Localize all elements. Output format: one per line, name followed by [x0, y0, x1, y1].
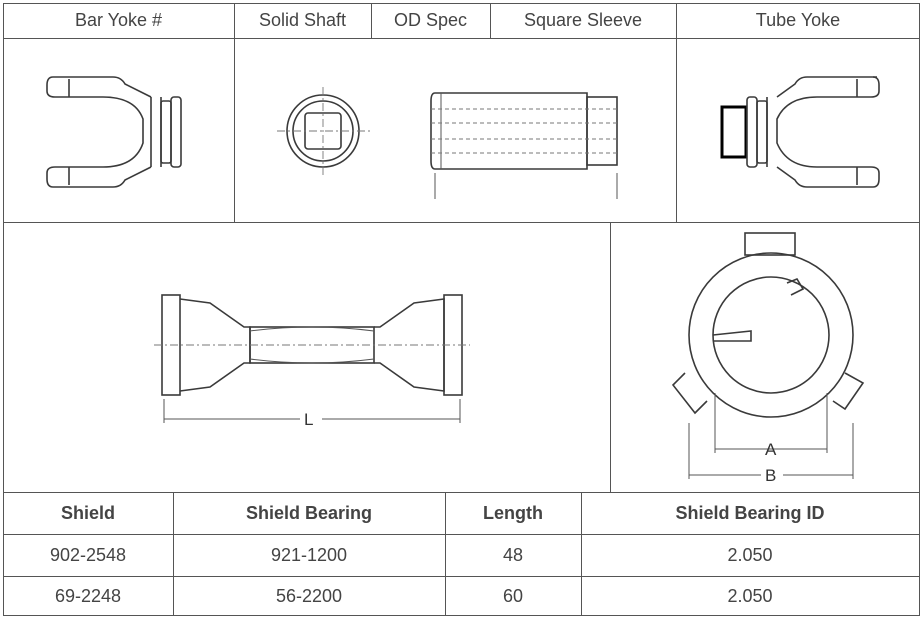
- grid-line: [3, 492, 920, 493]
- shaft-sleeve-drawing: [277, 87, 618, 199]
- grid-line: [3, 38, 920, 39]
- table-cell: 48: [502, 545, 524, 565]
- table-cell: 921-1200: [270, 545, 348, 565]
- table-cell: 902-2548: [49, 545, 127, 565]
- outer-dimension-label: B: [765, 466, 776, 485]
- grid-line: [3, 222, 920, 223]
- shield-end-drawing: A B: [671, 232, 865, 485]
- grid-line: [3, 534, 920, 535]
- table-cell: 60: [502, 585, 524, 606]
- spec-sheet: Bar Yoke # Solid Shaft OD Spec Square Sl…: [3, 3, 920, 616]
- tube-yoke-drawing: [720, 76, 880, 188]
- table-header-shield-bearing: Shield Bearing: [245, 503, 373, 523]
- grid-line: [3, 576, 920, 577]
- header-square-sleeve: Square Sleeve: [523, 10, 643, 30]
- grid-line: [919, 3, 920, 616]
- table-header-length: Length: [483, 503, 543, 523]
- grid-line: [3, 3, 4, 616]
- header-tube-yoke: Tube Yoke: [755, 10, 841, 30]
- grid-line: [3, 615, 920, 616]
- table-cell: 56-2200: [275, 585, 343, 606]
- table-cell: 2.050: [727, 585, 773, 606]
- grid-line: [173, 493, 174, 616]
- bar-yoke-drawing: [46, 76, 182, 188]
- header-bar-yoke: Bar Yoke #: [74, 10, 163, 30]
- table-header-shield: Shield: [60, 503, 115, 523]
- header-od-spec: OD Spec: [393, 10, 468, 30]
- grid-line: [234, 3, 235, 223]
- grid-line: [610, 223, 611, 493]
- grid-line: [676, 3, 677, 223]
- grid-line: [581, 493, 582, 616]
- grid-line: [490, 3, 491, 39]
- grid-line: [3, 3, 920, 4]
- grid-line: [445, 493, 446, 616]
- table-header-shield-bearing-id: Shield Bearing ID: [675, 503, 825, 523]
- length-dimension-label: L: [304, 410, 313, 429]
- grid-line: [371, 3, 372, 39]
- header-solid-shaft: Solid Shaft: [258, 10, 347, 30]
- table-cell: 69-2248: [54, 585, 122, 606]
- shield-side-drawing: L: [154, 294, 470, 429]
- table-cell: 2.050: [727, 545, 773, 565]
- inner-dimension-label: A: [765, 440, 777, 459]
